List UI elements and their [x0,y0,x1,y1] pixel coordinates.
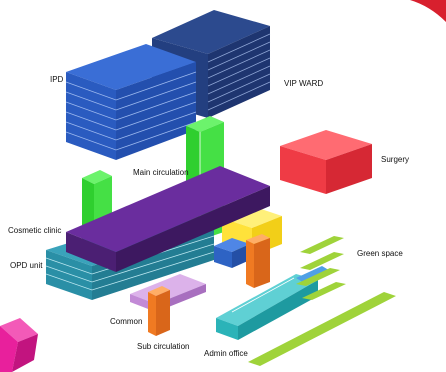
label-opd-unit: OPD unit [10,261,43,270]
label-vip-ward: VIP WARD [284,79,323,88]
label-common: Common [110,317,142,326]
sub-circulation-core-right [246,234,270,288]
admin-office-block [216,266,332,340]
label-surgery: Surgery [381,155,409,164]
magenta-block [0,318,38,372]
label-cosmetic-clinic: Cosmetic clinic [8,226,61,235]
green-space-strips [248,236,396,366]
label-admin-office: Admin office [204,349,248,358]
label-green-space: Green space [357,249,403,258]
sub-circulation-core-left [148,286,170,336]
cosmetic-clinic-block [66,166,270,272]
label-main-circulation: Main circulation [133,168,189,177]
surgery-block [280,130,372,194]
corner-accent [410,0,446,22]
label-sub-circulation: Sub circulation [137,342,189,351]
label-ipd: IPD [50,75,64,84]
ipd-block [65,44,197,160]
blue-connector-block [214,238,250,268]
